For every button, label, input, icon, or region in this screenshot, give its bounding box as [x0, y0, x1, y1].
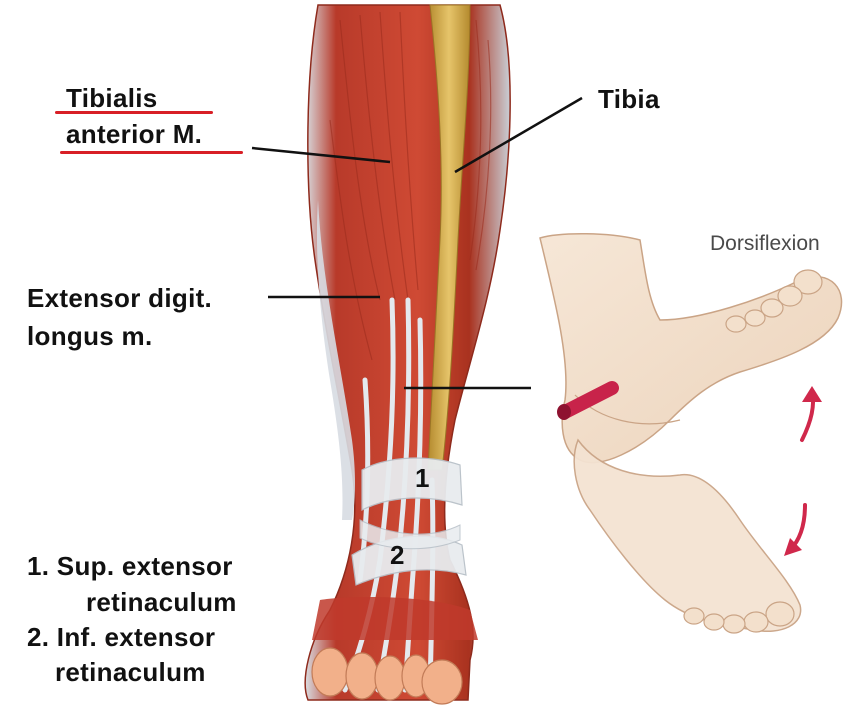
legend-item1-line2: retinaculum	[86, 586, 237, 618]
motion-arrows	[790, 392, 813, 550]
tibialis-underline-2	[60, 151, 243, 154]
plantarflexed-foot	[574, 440, 800, 631]
extensor-label-line2: longus m.	[27, 320, 152, 352]
legend-item1-line1: 1. Sup. extensor	[27, 550, 233, 582]
tibialis-underline-1	[55, 111, 213, 114]
tibia-label: Tibia	[598, 83, 660, 115]
marker-1: 1	[415, 463, 429, 494]
dorsiflexion-label: Dorsiflexion	[710, 232, 820, 256]
dorsiflexed-foot	[540, 234, 842, 463]
marker-2: 2	[390, 540, 404, 571]
legend-item2-line2: retinaculum	[55, 656, 206, 688]
legend-item2-line1: 2. Inf. extensor	[27, 621, 215, 653]
dorsiflexion-foot	[540, 234, 842, 633]
leg	[305, 5, 510, 704]
extensor-label-line1: Extensor digit.	[27, 282, 212, 314]
tibialis-label-line2: anterior M.	[66, 118, 202, 150]
up-arrowhead	[802, 386, 822, 402]
tibialis-label-line1: Tibialis	[66, 82, 158, 114]
